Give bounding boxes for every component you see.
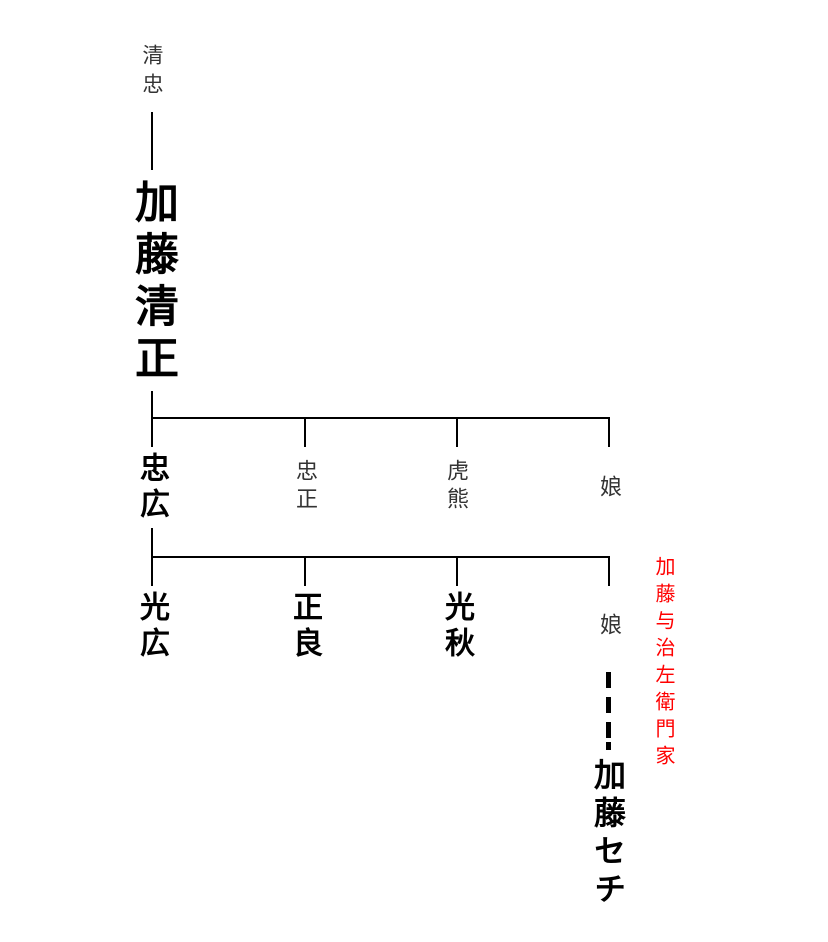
node-masayoshi: 正良 <box>287 591 322 663</box>
node-daughter2: 娘 <box>596 613 621 635</box>
drop-daughter2 <box>608 556 610 586</box>
drop-mitsuhiro <box>151 556 153 586</box>
generation-2-connector <box>151 417 610 419</box>
node-kiyomasa: 加藤清正 <box>127 179 178 387</box>
annotation-kato-yojizaemon-family: 加藤与治左衛門家 <box>652 556 676 772</box>
drop-tadahiro <box>151 417 153 447</box>
link-kiyomasa-down <box>151 391 153 419</box>
dashed-descent-segment <box>606 697 611 713</box>
node-kiyotada: 清忠 <box>140 44 164 102</box>
drop-masayoshi <box>304 556 306 586</box>
dashed-descent-segment <box>606 672 611 688</box>
node-sechi: 加藤セチ <box>589 758 627 910</box>
drop-daughter1 <box>608 417 610 447</box>
drop-tadamasa <box>304 417 306 447</box>
drop-torakuma <box>456 417 458 447</box>
link-tadahiro-down <box>151 528 153 558</box>
node-mitsuaki: 光秋 <box>439 591 474 663</box>
dashed-descent-segment <box>606 742 611 750</box>
generation-3-connector <box>151 556 610 558</box>
node-torakuma: 虎熊 <box>443 459 468 515</box>
drop-mitsuaki <box>456 556 458 586</box>
node-tadahiro: 忠広 <box>134 452 169 524</box>
dashed-descent-segment <box>606 722 611 738</box>
link-kiyotada-kiyomasa <box>151 112 153 170</box>
node-mitsuhiro: 光広 <box>134 591 169 663</box>
node-tadamasa: 忠正 <box>292 459 317 515</box>
node-daughter1: 娘 <box>596 475 621 497</box>
